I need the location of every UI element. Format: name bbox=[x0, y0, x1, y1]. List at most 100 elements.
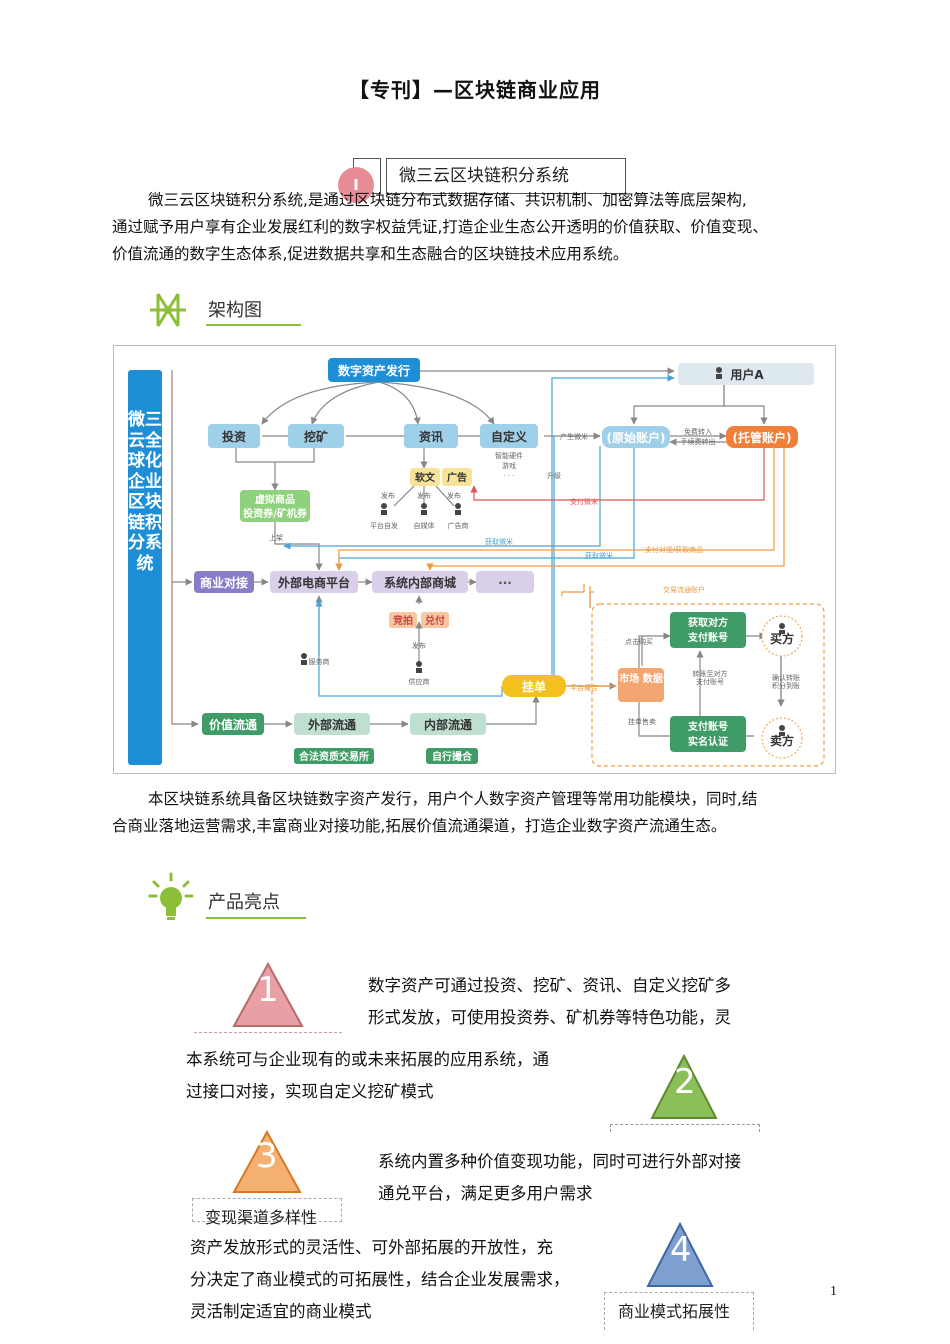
highlight-4-number: 4 bbox=[670, 1230, 692, 1270]
highlight-2-number: 2 bbox=[674, 1062, 696, 1102]
summary-line: 合商业落地运营需求,丰富商业对接功能,拓展价值流通渠道，打造企业数字资产流通生态… bbox=[112, 817, 727, 835]
svg-text:合法资质交易所: 合法资质交易所 bbox=[298, 750, 369, 763]
network-icon bbox=[150, 293, 186, 327]
svg-text:商业对接: 商业对接 bbox=[200, 575, 248, 590]
svg-text:确认转账: 确认转账 bbox=[772, 673, 800, 682]
svg-text:交易流通账户: 交易流通账户 bbox=[663, 585, 705, 594]
lightbulb-icon bbox=[148, 872, 194, 920]
heading-underline bbox=[206, 324, 301, 326]
highlight-3-caption: 变现渠道多样性 bbox=[205, 1208, 318, 1227]
svg-text:内部流通: 内部流通 bbox=[424, 717, 472, 732]
heading-underline bbox=[206, 917, 306, 919]
svg-text:挂单: 挂单 bbox=[522, 679, 546, 694]
svg-text:交易市场 数据公布: 交易市场 数据公布 bbox=[599, 672, 682, 685]
svg-text:· · ·: · · · bbox=[503, 472, 514, 480]
highlight-2-triangle bbox=[650, 1054, 718, 1119]
highlight-line: 灵活制定适宜的商业模式 bbox=[190, 1302, 372, 1321]
highlight-line: 形式发放，可使用投资券、矿机券等特色功能，灵 bbox=[368, 1008, 731, 1027]
intro-line: 微三云区块链积分系统,是通过区块链分布式数据存储、共识机制、加密算法等底层架构, bbox=[148, 191, 747, 209]
svg-text:发布: 发布 bbox=[412, 641, 426, 650]
svg-text:自定义: 自定义 bbox=[491, 429, 528, 444]
svg-text:投资: 投资 bbox=[222, 429, 246, 444]
highlight-line: 系统内置多种价值变现功能，同时可进行外部对接 bbox=[378, 1152, 741, 1171]
highlight-2-text: 本系统可与企业现有的或未来拓展的应用系统，通 过接口对接，实现自定义挖矿模式 bbox=[186, 1044, 586, 1108]
highlight-line: 过接口对接，实现自定义挖矿模式 bbox=[186, 1082, 434, 1101]
node-top: 数字资产发行 bbox=[338, 363, 410, 378]
caption-frame bbox=[610, 1124, 760, 1132]
svg-text:资讯: 资讯 bbox=[419, 429, 443, 444]
system-vertical-title: 微三云全球化企业区块链积分系统 bbox=[128, 410, 162, 574]
svg-text:挂单售卖: 挂单售卖 bbox=[628, 717, 656, 726]
highlight-line: 分决定了商业模式的可拓展性，结合企业发展需求， bbox=[190, 1270, 570, 1289]
svg-text:平台撮合: 平台撮合 bbox=[570, 683, 598, 692]
architecture-diagram: 数字资产发行 用户A 投资 挖矿 资讯 自定义 (原始账户) (托管账户) 软文… bbox=[113, 345, 836, 774]
svg-text:平台自发: 平台自发 bbox=[370, 521, 398, 530]
svg-text:投资券/矿机券: 投资券/矿机券 bbox=[243, 507, 308, 520]
caption-divider bbox=[194, 1032, 342, 1033]
svg-text:游戏: 游戏 bbox=[502, 461, 516, 470]
svg-text:支付账号: 支付账号 bbox=[687, 720, 728, 733]
highlight-4-text: 资产发放形式的灵活性、可外部拓展的开放性，充 分决定了商业模式的可拓展性，结合企… bbox=[190, 1232, 610, 1328]
svg-text:支付账号: 支付账号 bbox=[687, 631, 728, 644]
svg-text:免费转入: 免费转入 bbox=[684, 427, 712, 436]
svg-text:发布: 发布 bbox=[417, 491, 431, 500]
highlight-3-triangle bbox=[232, 1130, 302, 1193]
highlight-line: 通兑平台，满足更多用户需求 bbox=[378, 1184, 593, 1203]
svg-text:系统内部商城: 系统内部商城 bbox=[384, 575, 456, 590]
svg-text:软文: 软文 bbox=[415, 471, 436, 484]
highlight-1-triangle bbox=[232, 962, 304, 1027]
svg-text:上架: 上架 bbox=[269, 533, 283, 542]
architecture-heading: 架构图 bbox=[208, 300, 262, 321]
svg-text:智能硬件: 智能硬件 bbox=[495, 451, 523, 460]
svg-text:获取微米: 获取微米 bbox=[585, 551, 613, 560]
svg-text:支付账号: 支付账号 bbox=[696, 677, 724, 686]
section-title: 微三云区块链积分系统 bbox=[386, 158, 626, 194]
svg-text:支付对接/获取商品: 支付对接/获取商品 bbox=[645, 545, 703, 554]
svg-text:挖矿: 挖矿 bbox=[304, 429, 328, 444]
svg-text:广告商: 广告商 bbox=[448, 521, 469, 530]
page-title: 【专刊】—区块链商业应用 bbox=[349, 78, 601, 102]
svg-text:积分到账: 积分到账 bbox=[772, 681, 800, 690]
section-number-badge: Ⅰ bbox=[338, 167, 374, 203]
diagram-canvas: 数字资产发行 用户A 投资 挖矿 资讯 自定义 (原始账户) (托管账户) 软文… bbox=[128, 358, 825, 767]
svg-text:自媒体: 自媒体 bbox=[414, 521, 435, 530]
caption-frame bbox=[604, 1292, 754, 1330]
svg-text:点击购买: 点击购买 bbox=[625, 637, 653, 646]
svg-text:服务商: 服务商 bbox=[309, 657, 330, 666]
system-title-bar bbox=[128, 370, 162, 765]
svg-text:(原始账户): (原始账户) bbox=[607, 430, 666, 445]
svg-text:广告: 广告 bbox=[447, 471, 467, 484]
summary-line: 本区块链系统具备区块链数字资产发行，用户个人数字资产管理等常用功能模块，同时,结 bbox=[148, 790, 758, 808]
highlight-3-number: 3 bbox=[256, 1136, 278, 1176]
highlight-4-triangle bbox=[646, 1222, 714, 1287]
svg-text:手续费转出: 手续费转出 bbox=[681, 437, 716, 446]
svg-text:实名认证: 实名认证 bbox=[688, 735, 728, 748]
summary-paragraph: 本区块链系统具备区块链数字资产发行，用户个人数字资产管理等常用功能模块，同时,结… bbox=[112, 786, 847, 840]
svg-text:转账至对方: 转账至对方 bbox=[693, 669, 728, 678]
highlight-4-caption: 商业模式拓展性 bbox=[618, 1302, 731, 1321]
svg-text:买方: 买方 bbox=[770, 631, 794, 646]
svg-text:用户A: 用户A bbox=[729, 367, 764, 382]
svg-text:自行撮合: 自行撮合 bbox=[432, 750, 473, 763]
svg-text:···: ··· bbox=[498, 576, 512, 590]
svg-text:价值流通: 价值流通 bbox=[209, 717, 257, 732]
highlights-heading: 产品亮点 bbox=[208, 892, 280, 913]
page-number: 1 bbox=[830, 1284, 837, 1299]
intro-line: 价值流通的数字生态体系,促进数据共享和生态融合的区块链技术应用系统。 bbox=[112, 245, 629, 263]
intro-paragraph: 微三云区块链积分系统,是通过区块链分布式数据存储、共识机制、加密算法等底层架构,… bbox=[112, 187, 847, 268]
svg-text:供应商: 供应商 bbox=[409, 677, 430, 686]
svg-text:(托管账户): (托管账户) bbox=[733, 430, 792, 445]
svg-text:发布: 发布 bbox=[447, 491, 461, 500]
highlight-3-text: 系统内置多种价值变现功能，同时可进行外部对接 通兑平台，满足更多用户需求 bbox=[378, 1146, 798, 1210]
intro-line: 通过赋予用户享有企业发展红利的数字权益凭证,打造企业生态公开透明的价值获取、价值… bbox=[112, 218, 768, 236]
svg-text:虚拟商品: 虚拟商品 bbox=[255, 493, 295, 506]
svg-text:外部流通: 外部流通 bbox=[308, 717, 356, 732]
svg-text:获取微米: 获取微米 bbox=[485, 537, 513, 546]
svg-text:支付微米: 支付微米 bbox=[570, 497, 598, 506]
svg-text:兑付: 兑付 bbox=[425, 614, 445, 627]
svg-text:升级: 升级 bbox=[547, 471, 561, 480]
svg-text:外部电商平台: 外部电商平台 bbox=[278, 575, 350, 590]
highlight-line: 数字资产可通过投资、挖矿、资讯、自定义挖矿多 bbox=[368, 976, 731, 995]
highlight-1-number: 1 bbox=[257, 970, 279, 1010]
svg-text:获取对方: 获取对方 bbox=[687, 616, 728, 629]
